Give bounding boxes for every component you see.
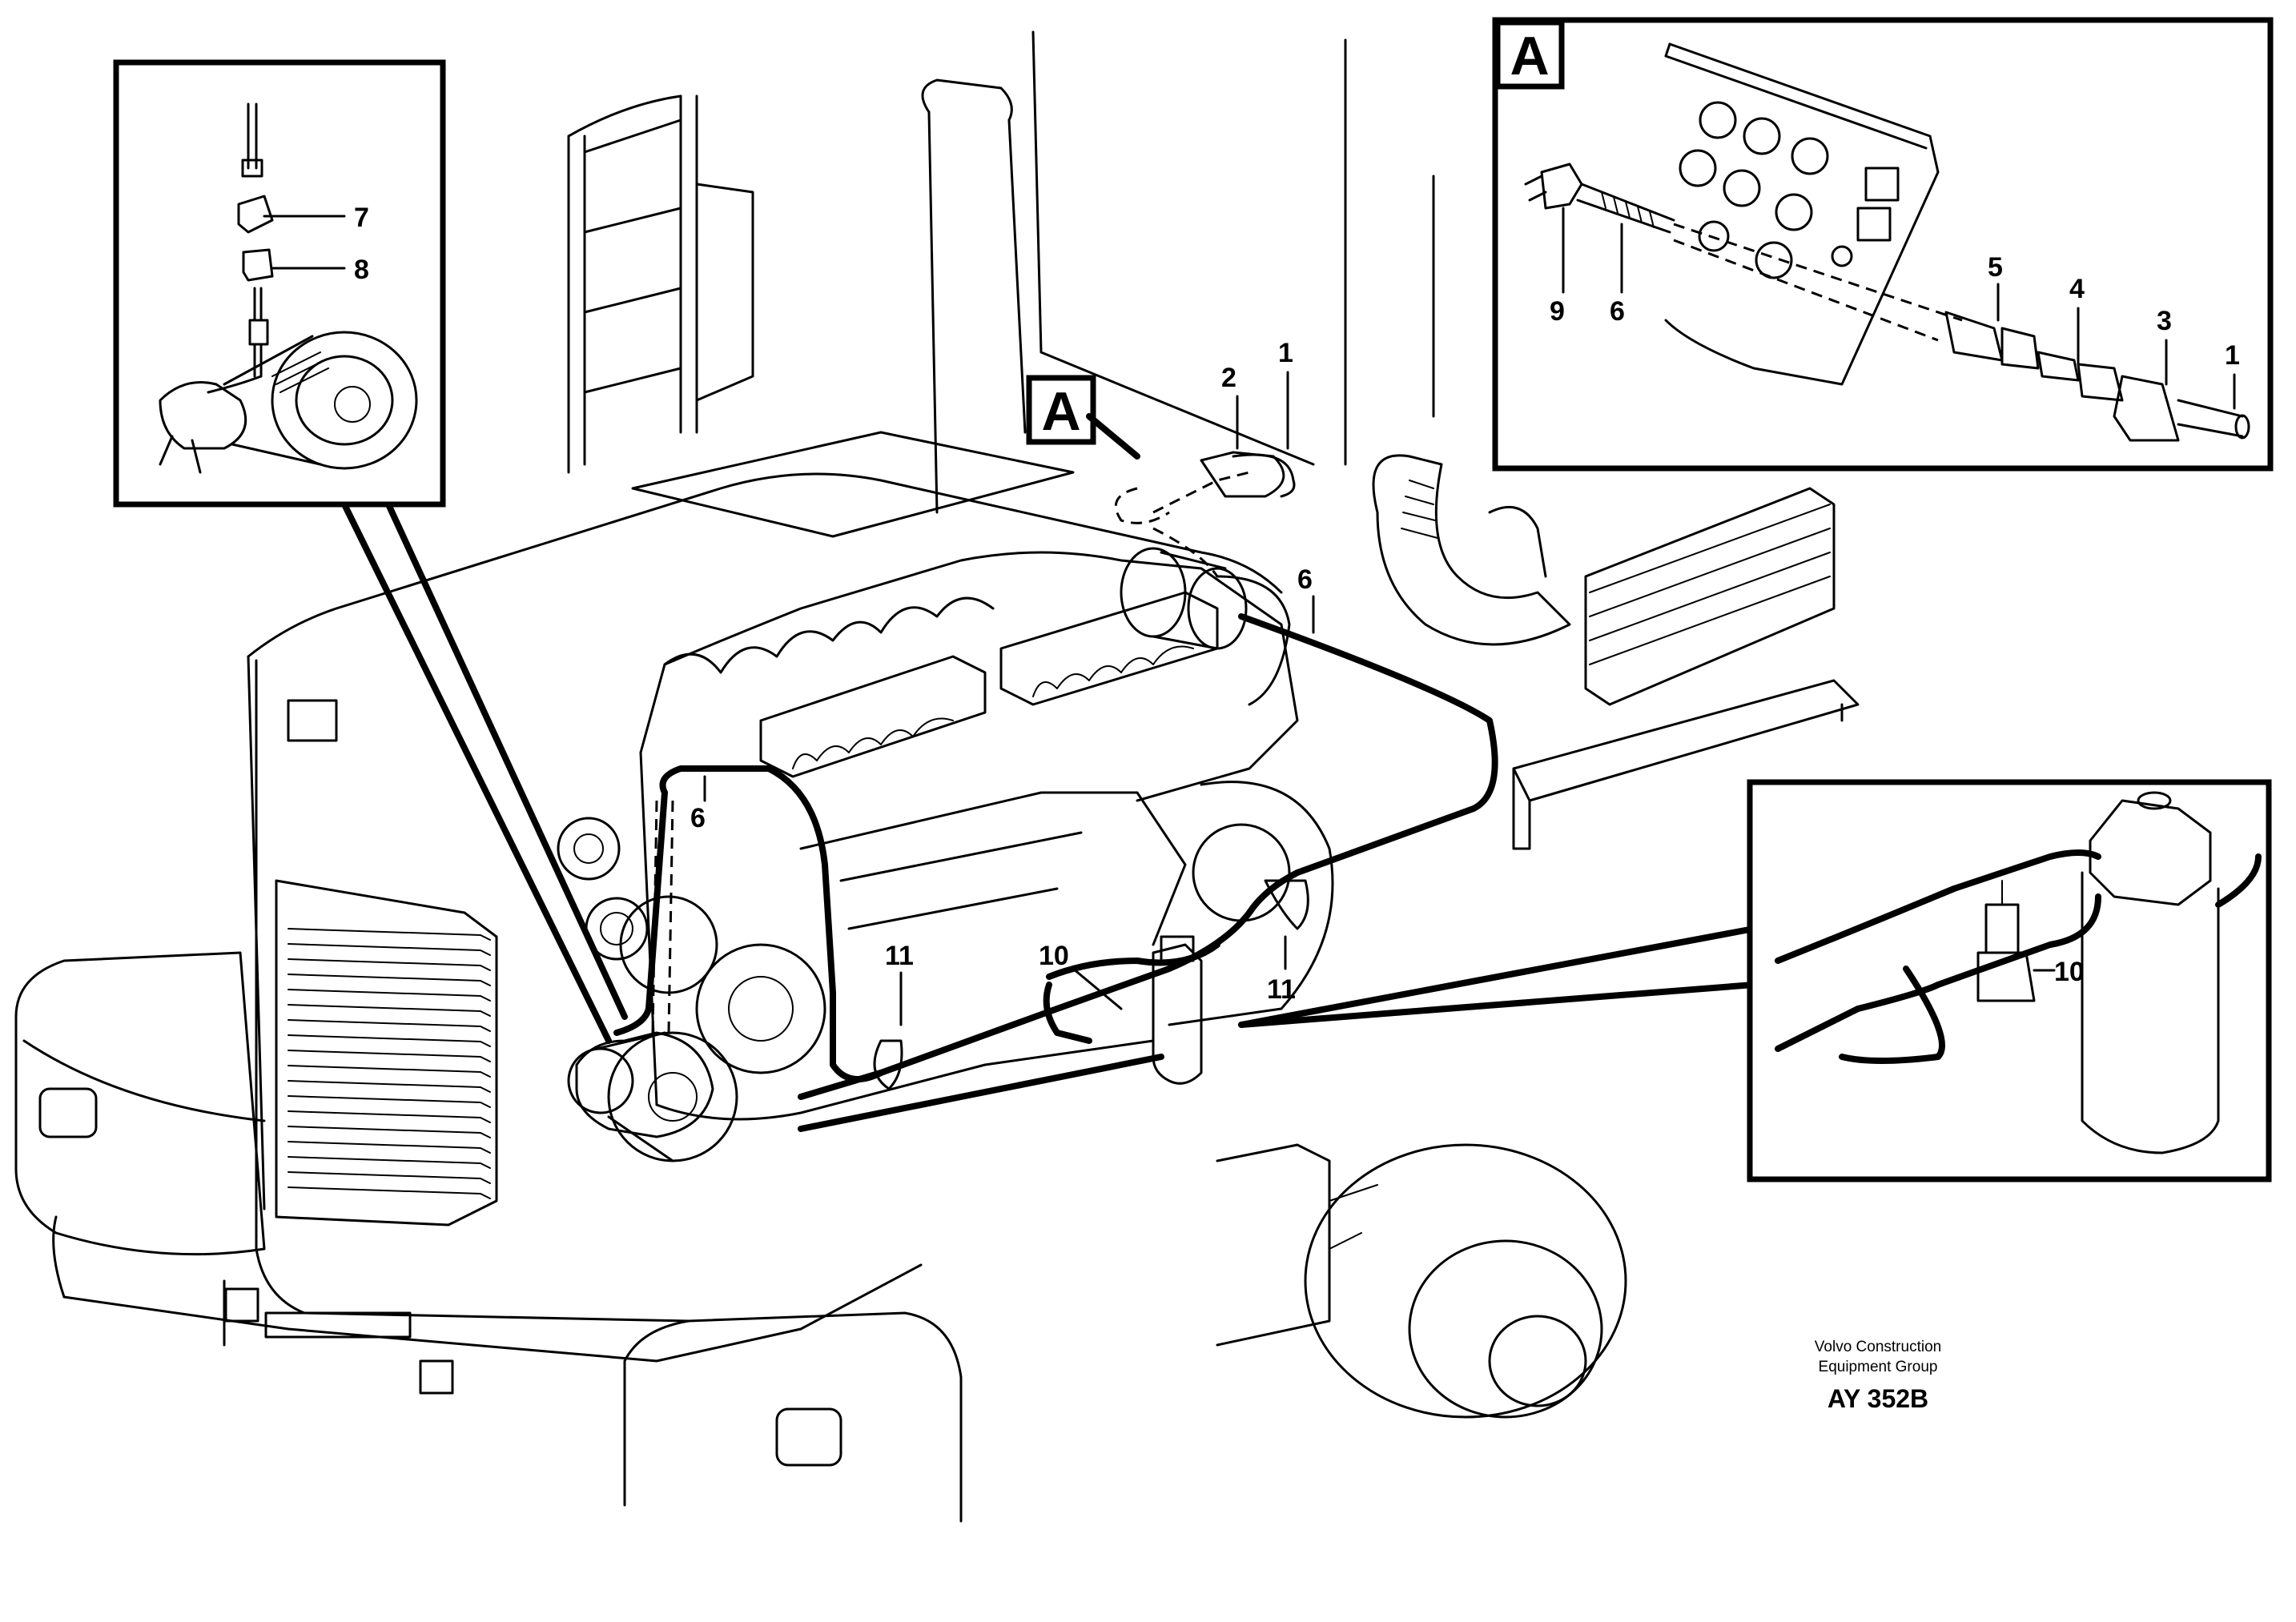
- label-6-lower: 6: [690, 803, 706, 833]
- grille-slat: [288, 1156, 491, 1169]
- grille-slat: [288, 943, 491, 956]
- inset-pressure-switch-detail: [1747, 779, 2272, 1182]
- label-11-left: 11: [885, 941, 914, 971]
- credit-line-2: Equipment Group: [1819, 1359, 1938, 1375]
- label-10-main: 10: [1039, 941, 1069, 971]
- label-8: 8: [354, 255, 369, 285]
- receiver-drier: [1152, 935, 1203, 1085]
- grille-slat: [288, 1110, 491, 1123]
- inset-compressor-detail: [113, 59, 446, 508]
- grille-slat: [288, 1141, 491, 1154]
- label-4: 4: [2069, 274, 2085, 304]
- label-2: 2: [1221, 363, 1236, 393]
- engine-block: [557, 487, 1860, 1419]
- label-10-inset: 10: [2054, 957, 2085, 987]
- label-11-right: 11: [1267, 974, 1296, 1005]
- grille-slat: [288, 1126, 491, 1138]
- grille-slat: [288, 1186, 491, 1199]
- inset-a-fitting-detail: [1492, 17, 2274, 472]
- callout-a-inset: A: [1494, 19, 1565, 90]
- credit-line-1: Volvo Construction: [1815, 1339, 1941, 1355]
- grille-slat: [288, 1080, 491, 1093]
- front-grille: [275, 879, 498, 1227]
- ac-compressor: [567, 1031, 738, 1162]
- grille-slat: [288, 1171, 491, 1184]
- grille-slat: [288, 1050, 491, 1062]
- grille-slat: [288, 1019, 491, 1032]
- callout-a-inset-letter: A: [1510, 26, 1549, 86]
- label-7: 7: [354, 203, 369, 233]
- grille-slat: [288, 989, 491, 1002]
- label-1: 1: [1278, 338, 1293, 368]
- label-5: 5: [1988, 252, 2003, 283]
- grille-slat: [288, 928, 491, 941]
- credit-block: Volvo Construction Equipment Group AY 35…: [1815, 1339, 1941, 1413]
- grille-slat: [288, 1095, 491, 1108]
- grille-slat: [288, 1065, 491, 1078]
- label-6-upper: 6: [1297, 564, 1313, 595]
- label-3: 3: [2157, 306, 2172, 336]
- part-labels: 7 8 2 1 6 6 11 10 11 9 6 5 4 3 1: [263, 203, 2240, 1026]
- label-9: 9: [1550, 296, 1565, 327]
- drawing-code: AY 352B: [1828, 1384, 1928, 1413]
- grille-slat: [288, 1004, 491, 1017]
- callout-a-main: A: [1026, 375, 1140, 460]
- inset-leader-lines: [341, 501, 1757, 1044]
- label-1-inset: 1: [2225, 340, 2240, 371]
- label-6-inset: 6: [1610, 296, 1625, 327]
- condenser: [1512, 487, 1860, 850]
- grille-slat: [288, 1034, 491, 1047]
- grille-slat: [288, 974, 491, 986]
- rear-axle: [1216, 1143, 1627, 1419]
- grille-slat: [288, 958, 491, 971]
- callout-a-main-letter: A: [1041, 381, 1080, 442]
- machine-body: [14, 30, 1571, 1523]
